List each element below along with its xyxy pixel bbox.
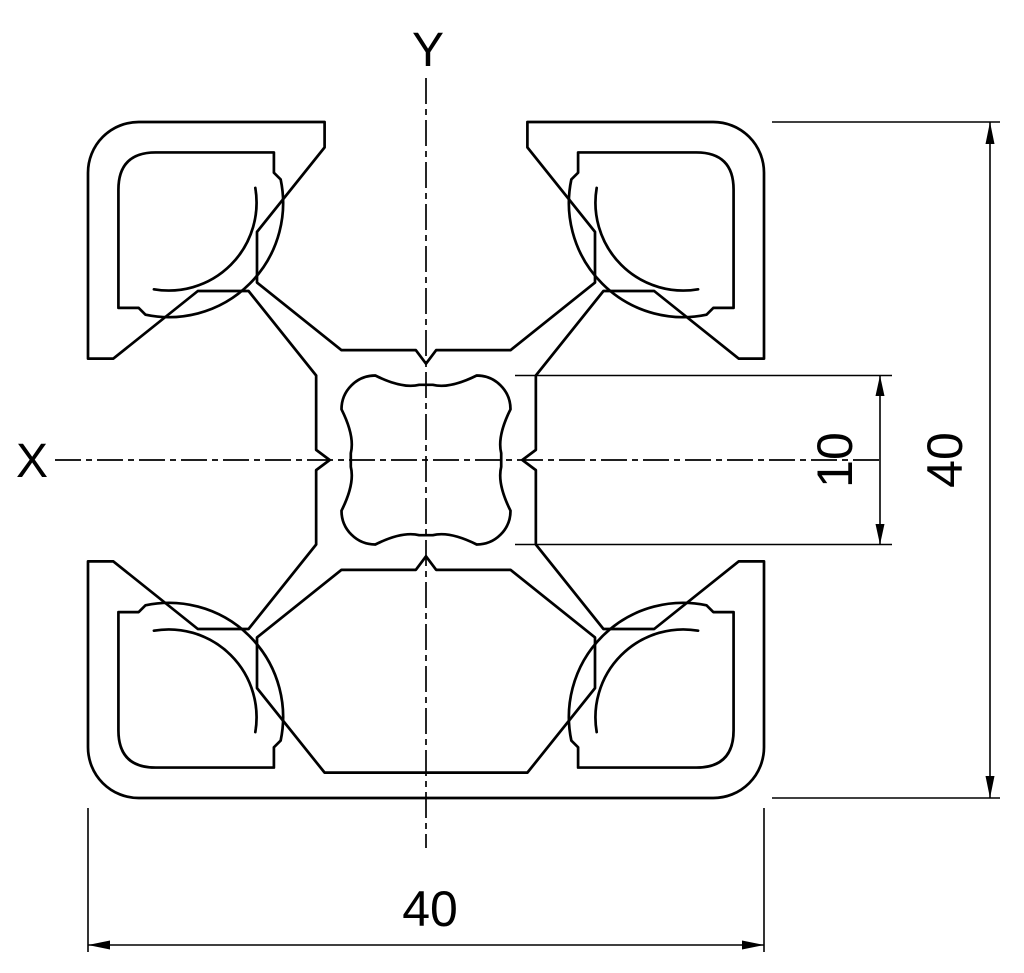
dim-label-bore: 10 <box>807 432 863 488</box>
arrow-height-bottom <box>985 776 995 798</box>
corner-chamber-top-right-fillet-arc <box>594 186 700 292</box>
centerlines <box>55 78 884 848</box>
arrow-bore-top <box>875 375 885 396</box>
dimension-lines <box>87 121 1000 952</box>
axis-label-y: Y <box>412 24 444 77</box>
center-bore <box>340 374 512 546</box>
corner-chamber-top-left-fillet-arc <box>152 186 258 292</box>
arrow-bore-bottom <box>875 524 885 545</box>
corner-chamber-bottom-right <box>567 601 735 769</box>
corner-chamber-top-left <box>117 151 285 319</box>
corner-chamber-top-right <box>567 151 735 319</box>
dimension-arrows <box>88 122 995 950</box>
dim-label-height: 40 <box>917 432 973 488</box>
profile-section <box>86 120 766 800</box>
arrow-width-right <box>742 940 764 950</box>
corner-chamber-bottom-left <box>117 601 285 769</box>
corner-chamber-bottom-left-fillet-arc <box>152 628 258 734</box>
arrow-width-left <box>88 940 110 950</box>
dim-label-width: 40 <box>402 881 458 937</box>
axis-label-x: X <box>16 435 48 488</box>
arrow-height-top <box>985 122 995 144</box>
corner-chamber-bottom-right-fillet-arc <box>594 628 700 734</box>
bottom-closed-cavity <box>255 554 597 775</box>
profile-outer-contour <box>86 120 766 800</box>
